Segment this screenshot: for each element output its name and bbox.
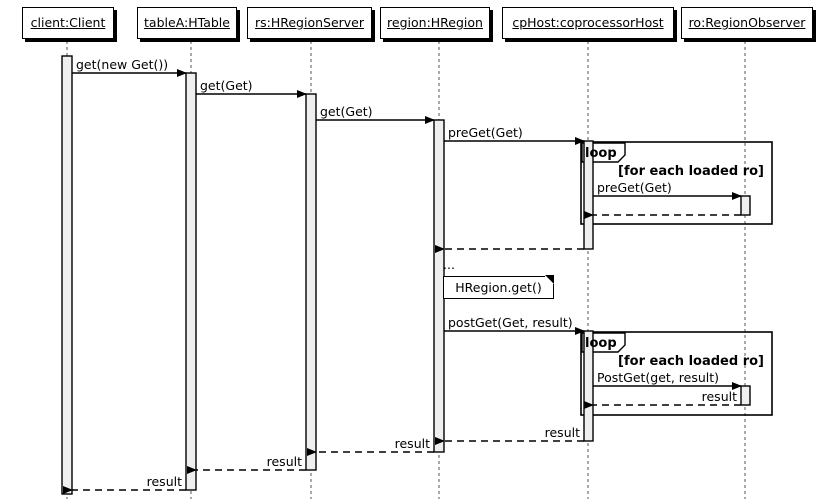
message-label-m10: result (701, 389, 737, 404)
message-label-m12: result (394, 436, 430, 451)
message-label-m8: postGet(Get, result) (448, 315, 573, 330)
activation-bar-act-rs (305, 93, 317, 471)
fragment-operator-label-loop-1: loop (585, 146, 617, 161)
message-label-m9: PostGet(get, result) (597, 370, 720, 385)
activation-bar-act-ro-1 (740, 195, 751, 216)
message-label-m11: result (544, 425, 580, 440)
participant-label-cpHost: cpHost:coprocessorHost (512, 14, 664, 30)
participant-label-tableA: tableA:HTable (144, 14, 230, 30)
participant-box-cpHost[interactable]: cpHost:coprocessorHost (502, 7, 674, 39)
participant-label-ro: ro:RegionObserver (688, 14, 806, 30)
fragment-border-loop-1 (580, 141, 773, 225)
participant-box-tableA[interactable]: tableA:HTable (137, 7, 237, 39)
message-label-m2: get(Get) (200, 78, 253, 93)
note-note-hregion-get: HRegion.get() (443, 276, 554, 299)
fragment-guard-label-loop-2: [for each loaded ro] (618, 354, 764, 369)
participant-label-region: region:HRegion (387, 14, 483, 30)
note-fold-corner-icon (545, 275, 554, 284)
message-label-m5: preGet(Get) (597, 180, 672, 195)
fragment-operator-label-loop-2: loop (585, 336, 617, 351)
activation-bar-act-ro-2 (740, 385, 751, 406)
message-label-m1: get(new Get()) (76, 57, 169, 72)
message-label-m3: get(Get) (320, 104, 373, 119)
participant-box-client[interactable]: client:Client (22, 7, 114, 39)
activation-bar-act-tableA (185, 72, 197, 491)
participant-box-ro[interactable]: ro:RegionObserver (681, 7, 813, 39)
participant-label-rs: rs:HRegionServer (254, 14, 365, 30)
message-label-m13: result (266, 454, 302, 469)
participant-box-rs[interactable]: rs:HRegionServer (247, 7, 372, 39)
participant-label-client: client:Client (30, 14, 106, 30)
participant-box-region[interactable]: region:HRegion (380, 7, 490, 39)
fragment-border-loop-2 (580, 331, 773, 416)
activation-bar-act-cp-1 (583, 140, 594, 250)
fragment-guard-label-loop-1: [for each loaded ro] (618, 164, 764, 179)
message-label-m4: preGet(Get) (448, 125, 523, 140)
annotation-ellipsis-1: ... (443, 257, 455, 272)
activation-bar-act-client (61, 55, 73, 495)
note-text-note-hregion-get: HRegion.get() (455, 280, 542, 295)
message-label-m14: result (146, 474, 182, 489)
